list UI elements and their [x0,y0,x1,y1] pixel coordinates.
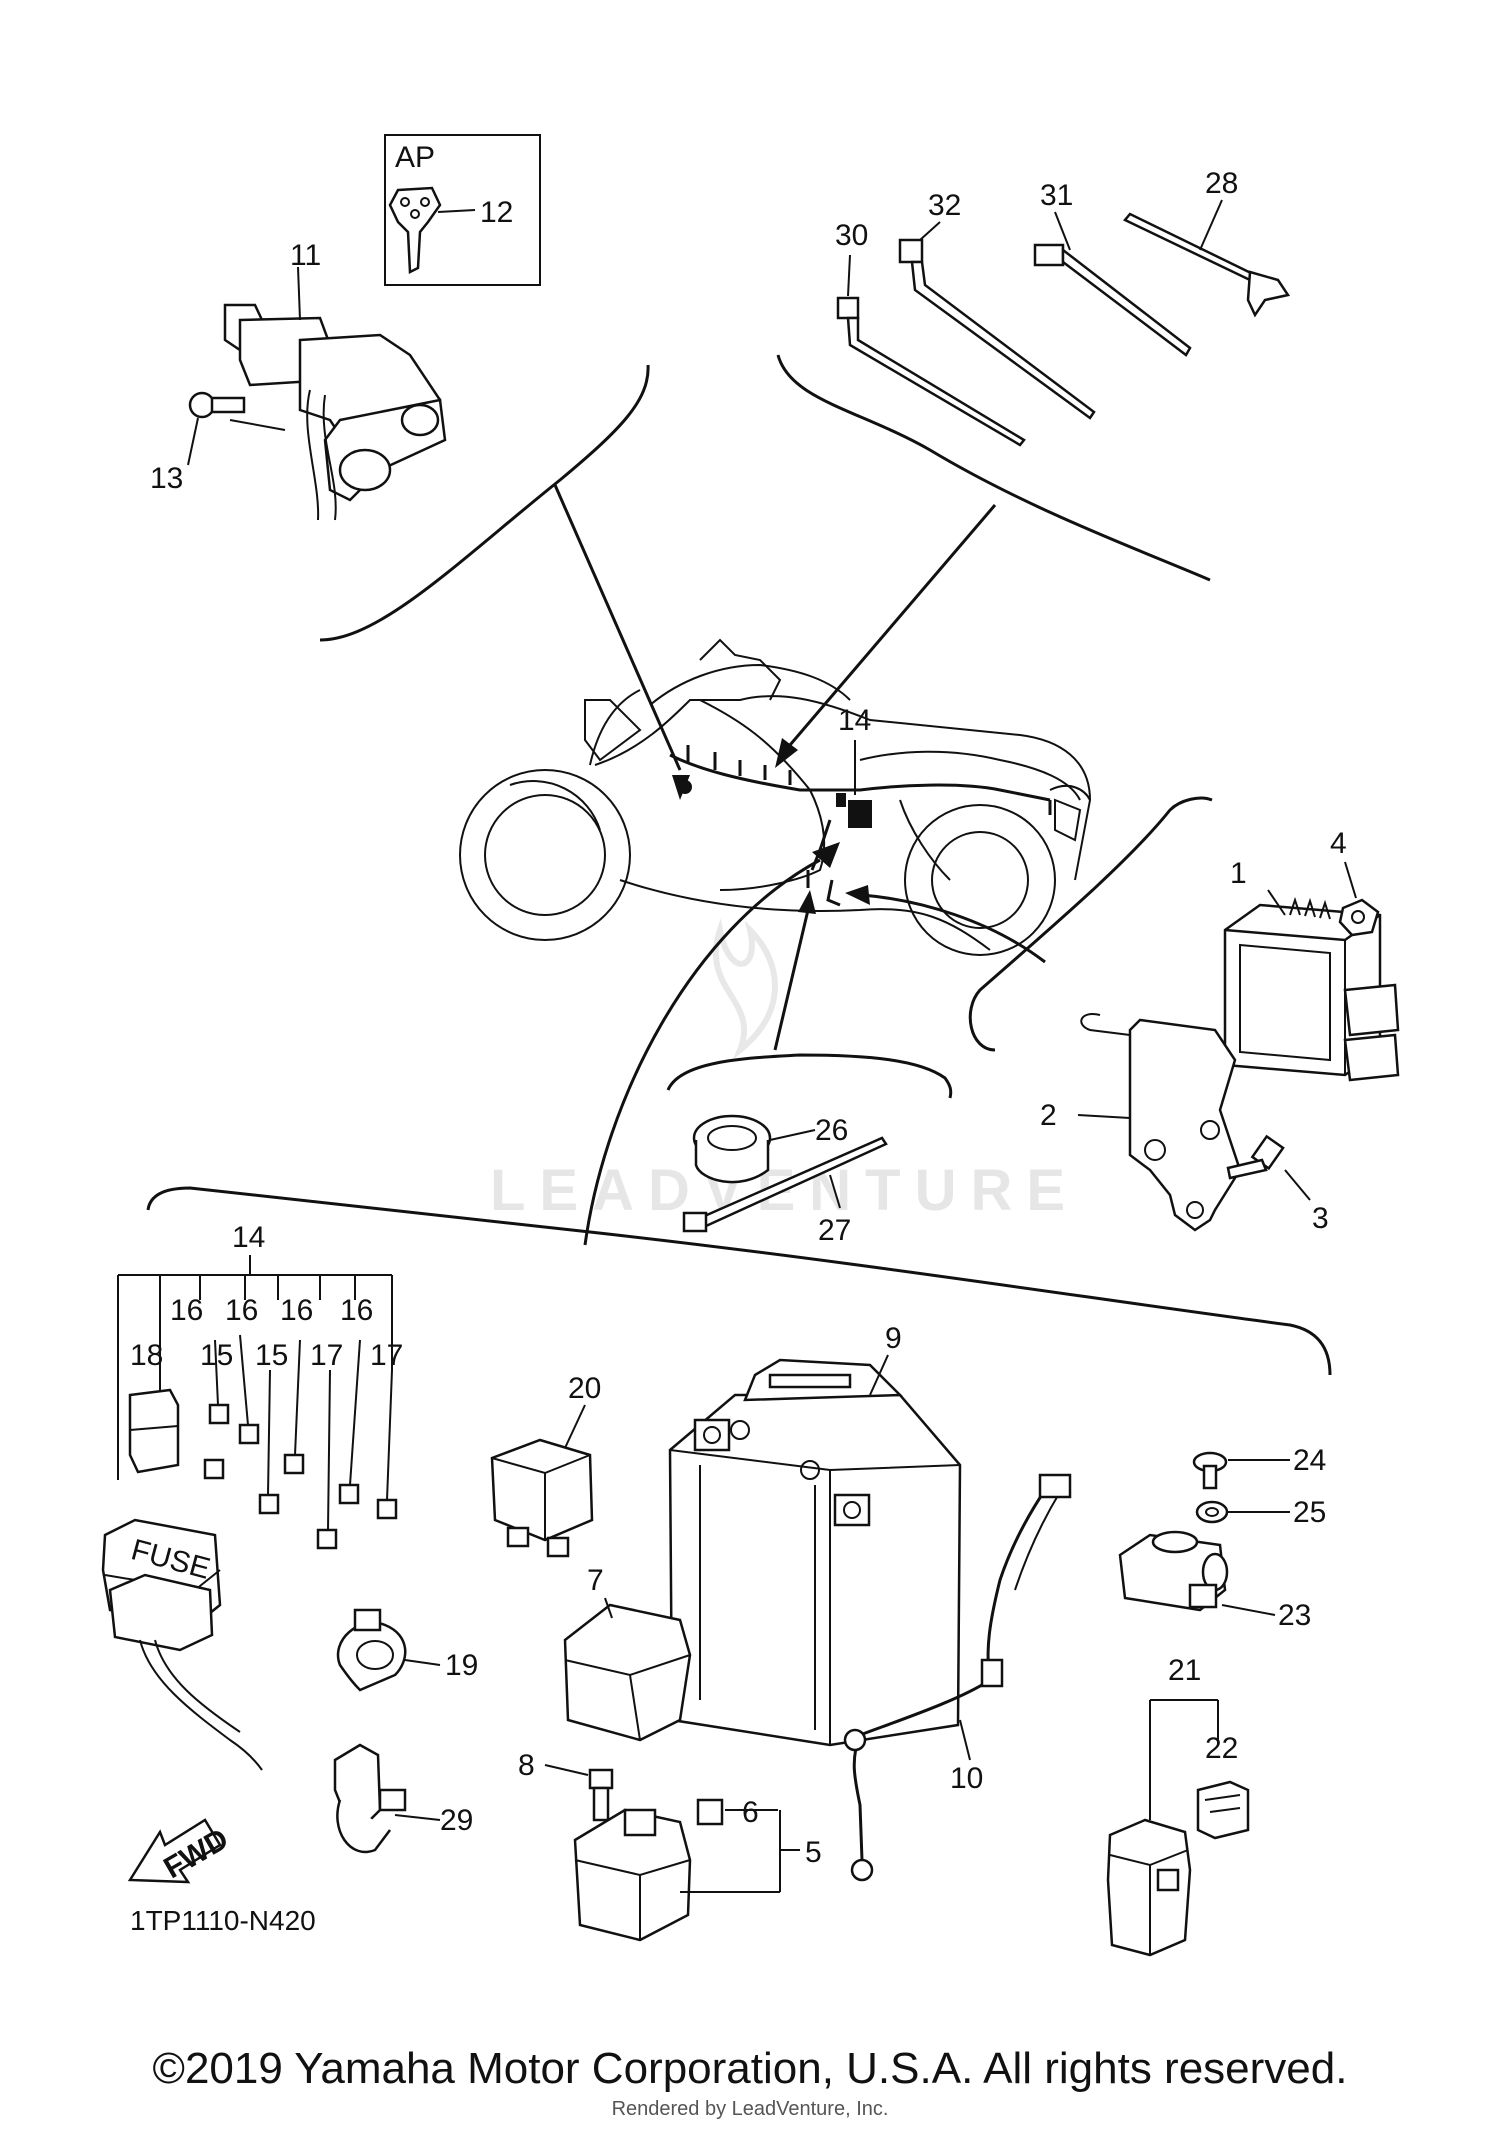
main-switch-icon [223,303,447,521]
callout-24: 24 [1293,1444,1326,1477]
motorcycle-outline-icon [459,638,1092,956]
callout-18: 18 [130,1339,163,1372]
callout-2: 2 [1040,1099,1057,1132]
bracket-top-right [776,354,1211,582]
screw-24-icon [1192,1451,1228,1490]
callout-31: 31 [1040,179,1073,212]
callout-29: 29 [440,1804,473,1837]
callout-9: 9 [885,1322,902,1355]
bracket-center [666,1053,953,1099]
diagram-code: 1TP1110-N420 [130,1905,316,1936]
ecu-bracket-icon [1080,1013,1242,1232]
battery-terminal-neg [693,1418,731,1452]
connector-22-icon [1196,1780,1250,1840]
washer-25-icon [1195,1500,1229,1524]
starter-relay-cover-icon [563,1603,692,1742]
callout-21-leader [1149,1699,1219,1820]
callout-5-leader [680,1810,800,1893]
callout-14: 14 [232,1221,265,1254]
clamp-26-icon [692,1114,772,1184]
callout-14-bike: 14 [838,704,871,737]
arrow-head [775,738,798,768]
cable-tie-31-icon [1033,243,1192,357]
fuse-box-icon: FUSE [101,1518,263,1771]
bolt-8-icon [588,1768,614,1822]
bracket-bottom [146,1186,1332,1376]
watermark-logo [712,918,778,1060]
callout-23: 23 [1278,1599,1311,1632]
sensor-23-icon [1118,1530,1229,1612]
rendered-by-text: Rendered by LeadVenture, Inc. [611,2098,889,2120]
callout-27: 27 [818,1214,851,1247]
battery-terminal-pos [833,1493,871,1527]
callout-8: 8 [518,1749,535,1782]
forward-arrow-icon: FWD [127,1818,234,1885]
callout-5: 5 [805,1836,822,1869]
bolt-3-icon [1226,1134,1285,1180]
callout-10: 10 [950,1762,983,1795]
callout-28: 28 [1205,167,1238,200]
callout-13: 13 [150,462,183,495]
callout-16a: 16 [170,1294,203,1327]
callout-11: 11 [290,239,321,272]
relay-18-icon [128,1388,180,1474]
bracket-right [968,796,1213,1052]
callout-4: 4 [1330,827,1347,860]
cable-tie-27-icon [682,1136,888,1233]
ap-label: AP [395,141,435,174]
copyright-text: ©2019 Yamaha Motor Corporation, U.S.A. A… [152,2044,1348,2093]
callout-16d: 16 [340,1294,373,1327]
callout-22: 22 [1205,1732,1238,1765]
callout-17b: 17 [370,1339,403,1372]
battery-cable-icon [843,1473,1072,1882]
callout-16c: 16 [280,1294,313,1327]
fuses-icon [203,1334,398,1550]
callout-20: 20 [568,1372,601,1405]
callout-6: 6 [742,1796,759,1829]
callout-1: 1 [1230,857,1247,890]
callout-21: 21 [1168,1654,1201,1687]
callout-19: 19 [445,1649,478,1682]
callout-15b: 15 [255,1339,288,1372]
arrow-head [812,842,840,868]
cable-tie-30-icon [836,296,1026,447]
fuse-6-icon [696,1798,724,1826]
connector-21-icon [1106,1818,1192,1957]
callout-16b: 16 [225,1294,258,1327]
clamp-19-icon [336,1608,407,1692]
callout-3: 3 [1312,1202,1329,1235]
callout-32: 32 [928,189,961,222]
callout-26: 26 [815,1114,848,1147]
arrow-head [845,885,870,905]
clamp-29-icon [333,1743,407,1854]
cable-tie-28-icon [1123,212,1291,318]
callout-7: 7 [587,1564,604,1597]
cable-tie-32-icon [898,238,1096,420]
ap-key-box: AP 12 [384,134,541,286]
battery-icon [668,1358,962,1747]
relay-20-icon [490,1438,594,1558]
bracket-top-left [319,364,650,642]
wire-harness-on-bike [669,745,1052,907]
callout-12: 12 [480,196,513,229]
starter-relay-icon [573,1808,692,1942]
callout-25: 25 [1293,1496,1326,1529]
key-icon [388,186,442,274]
arrow-head [798,890,816,914]
nut-4-icon [1338,898,1380,937]
bolt-13-icon [188,391,246,419]
fuse-tree-lines [117,1255,393,1480]
callout-17a: 17 [310,1339,343,1372]
callout-30: 30 [835,219,868,252]
